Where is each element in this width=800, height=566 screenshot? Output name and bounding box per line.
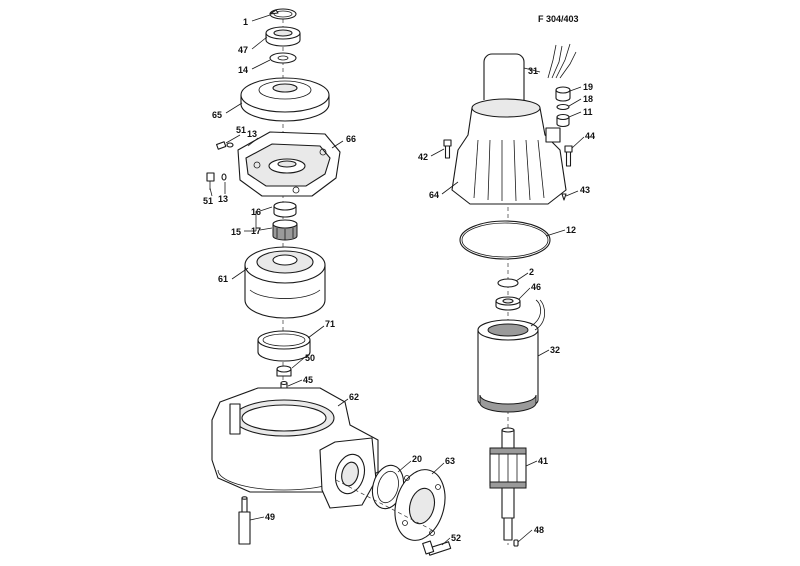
callout-14: 14 — [238, 65, 248, 75]
callout-32: 32 — [550, 345, 560, 355]
rotor-shaft-part — [489, 427, 527, 541]
callout-63: 63 — [445, 456, 455, 466]
callout-31: 31 — [528, 66, 538, 76]
callout-43: 43 — [580, 185, 590, 195]
shaft-key-part — [513, 539, 519, 547]
lifting-screw-part — [443, 139, 452, 159]
cover-plate-part — [240, 77, 330, 122]
callout-47: 47 — [238, 45, 248, 55]
callout-64: 64 — [429, 190, 439, 200]
flange-housing-part — [237, 131, 341, 197]
o-ring-part — [459, 220, 551, 260]
callout-labels: 1 47 14 65 51 13 66 51 13 16 15 17 61 71… — [203, 17, 595, 543]
cable-gland-part — [555, 86, 571, 128]
callout-15: 15 — [231, 227, 241, 237]
callout-18: 18 — [583, 94, 593, 104]
drawing-reference: F 304/403 — [538, 14, 579, 24]
callout-2: 2 — [529, 267, 534, 277]
housing-screw-part — [564, 145, 573, 167]
callout-51-upper: 51 — [236, 125, 246, 135]
callout-13-lower: 13 — [218, 194, 228, 204]
lower-bearing-part — [495, 296, 521, 311]
screw-upper-part — [216, 141, 234, 150]
callout-44: 44 — [585, 131, 595, 141]
screw-lower-part — [206, 172, 227, 190]
callout-41: 41 — [538, 456, 548, 466]
volute-casing-part — [211, 387, 379, 509]
drain-plug-part — [561, 193, 567, 201]
nut-part — [276, 365, 292, 377]
callout-13-upper: 13 — [247, 129, 257, 139]
callout-49: 49 — [265, 512, 275, 522]
mechanical-seal-part — [272, 201, 298, 241]
callout-52: 52 — [451, 533, 461, 543]
callout-46: 46 — [531, 282, 541, 292]
counter-flange-part — [394, 469, 446, 541]
bearing-part — [265, 26, 301, 47]
bearing-bracket-part — [244, 246, 326, 319]
seal-ring-part — [269, 52, 297, 64]
stud-part — [238, 496, 251, 545]
callout-45: 45 — [303, 375, 313, 385]
circlip-part — [269, 8, 297, 20]
power-cable-part — [547, 43, 577, 79]
callout-19: 19 — [583, 82, 593, 92]
wear-ring-part — [257, 330, 311, 362]
callout-17: 17 — [251, 226, 261, 236]
callout-66: 66 — [346, 134, 356, 144]
callout-71: 71 — [325, 319, 335, 329]
callout-62: 62 — [349, 392, 359, 402]
leader-lines — [209, 14, 585, 546]
callout-1: 1 — [243, 17, 248, 27]
motor-housing-part — [451, 53, 567, 205]
callout-11: 11 — [583, 107, 593, 117]
callout-12: 12 — [566, 225, 576, 235]
callout-50: 50 — [305, 353, 315, 363]
callout-48: 48 — [534, 525, 544, 535]
callout-20: 20 — [412, 454, 422, 464]
bolt-part — [422, 540, 452, 556]
callout-61: 61 — [218, 274, 228, 284]
stator-part — [477, 299, 546, 413]
callout-16: 16 — [251, 207, 261, 217]
callout-51-lower: 51 — [203, 196, 213, 206]
shaft-circlip-part — [497, 278, 519, 288]
callout-65: 65 — [212, 110, 222, 120]
callout-42: 42 — [418, 152, 428, 162]
